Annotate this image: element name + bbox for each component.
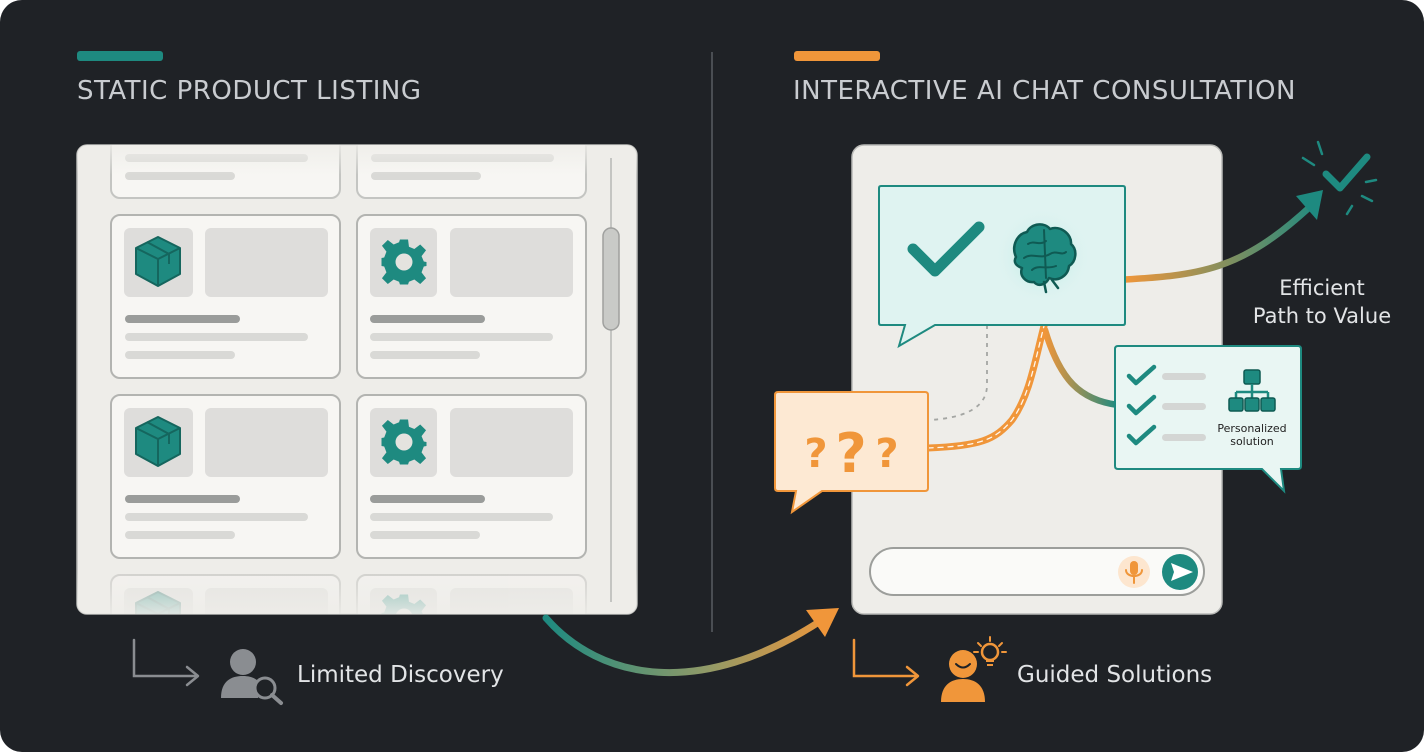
send-icon[interactable] bbox=[1171, 563, 1193, 581]
send-button[interactable] bbox=[1162, 554, 1198, 590]
checkmark-icon bbox=[1301, 140, 1378, 216]
package-box-icon bbox=[135, 236, 181, 287]
scrollbar-thumb[interactable] bbox=[602, 227, 620, 331]
product-card-2 bbox=[356, 214, 587, 379]
question-marks-icon: ? ? ? bbox=[804, 422, 898, 485]
package-box-icon bbox=[135, 416, 181, 467]
efficient-path-line1: Efficient bbox=[1279, 276, 1365, 300]
personalized-solution-label: Personalized solution bbox=[1207, 422, 1297, 448]
efficient-path-line2: Path to Value bbox=[1252, 304, 1392, 328]
gear-icon bbox=[381, 239, 427, 285]
svg-text:?: ? bbox=[835, 422, 866, 485]
left-footer-arrow bbox=[132, 638, 199, 678]
transition-arrow bbox=[542, 614, 826, 677]
personalized-solution-line1: Personalized bbox=[1217, 422, 1287, 435]
brain-icon bbox=[1012, 223, 1077, 294]
right-panel-heading: INTERACTIVE AI CHAT CONSULTATION bbox=[793, 76, 1296, 106]
checklist-icon bbox=[1126, 364, 1206, 446]
svg-text:?: ? bbox=[875, 431, 898, 477]
personalized-solution-card bbox=[1114, 345, 1302, 494]
limited-discovery-label: Limited Discovery bbox=[297, 662, 504, 688]
checkmark-icon bbox=[907, 221, 985, 277]
right-footer-arrow bbox=[852, 638, 919, 678]
microphone-icon[interactable] bbox=[1118, 556, 1150, 588]
panel-divider bbox=[711, 52, 713, 632]
user-question-bubble: ? ? ? bbox=[774, 391, 929, 515]
product-grid bbox=[77, 145, 637, 614]
value-path-arrow bbox=[1114, 201, 1316, 284]
chat-input[interactable] bbox=[869, 547, 1205, 596]
efficient-path-label: Efficient Path to Value bbox=[1232, 274, 1412, 330]
user-search-icon bbox=[221, 649, 283, 705]
right-accent-bar bbox=[794, 51, 880, 61]
product-card-4 bbox=[356, 394, 587, 559]
product-card-3 bbox=[110, 394, 341, 559]
user-lightbulb-icon bbox=[941, 636, 1007, 702]
personalized-solution-line2: solution bbox=[1230, 435, 1274, 448]
gear-icon bbox=[381, 419, 427, 465]
guided-solutions-label: Guided Solutions bbox=[1017, 662, 1213, 688]
ai-response-bubble bbox=[878, 185, 1126, 349]
svg-text:?: ? bbox=[804, 431, 827, 477]
hierarchy-icon bbox=[1228, 369, 1276, 412]
left-panel-heading: STATIC PRODUCT LISTING bbox=[77, 76, 422, 106]
product-card-1 bbox=[110, 214, 341, 379]
left-accent-bar bbox=[77, 51, 163, 61]
